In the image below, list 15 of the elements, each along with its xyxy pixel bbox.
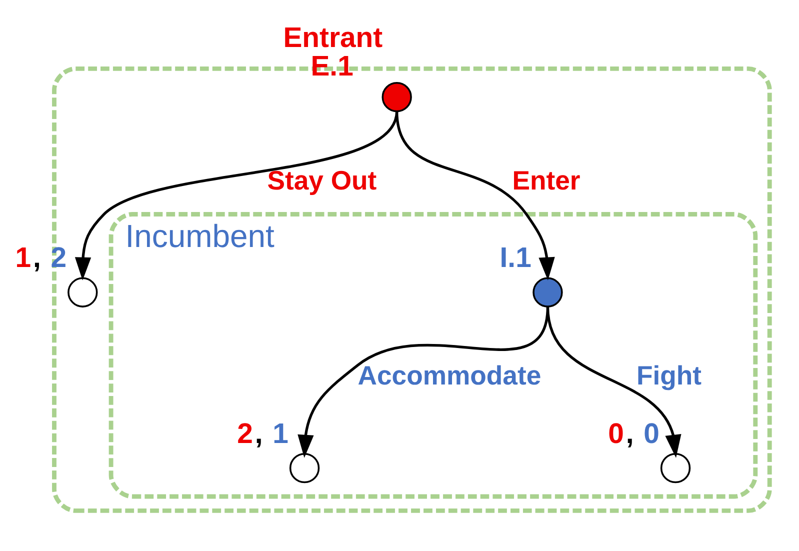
edge-label: Accommodate	[358, 360, 542, 391]
node-circle	[382, 82, 412, 112]
node-label: 0, 0	[608, 418, 660, 450]
edge-label: Fight	[636, 360, 702, 391]
arrow	[546, 306, 682, 458]
node-circle	[289, 453, 320, 484]
edge-label: Enter	[512, 165, 580, 196]
node-label: I.1	[500, 242, 532, 274]
arrow	[396, 111, 555, 280]
node-label: 2, 1	[237, 418, 288, 450]
node-circle	[532, 277, 563, 308]
edge-label: Stay Out	[267, 165, 377, 196]
node-circle	[68, 277, 98, 308]
node-label: 1, 2	[15, 242, 66, 274]
node-circle	[660, 453, 691, 484]
